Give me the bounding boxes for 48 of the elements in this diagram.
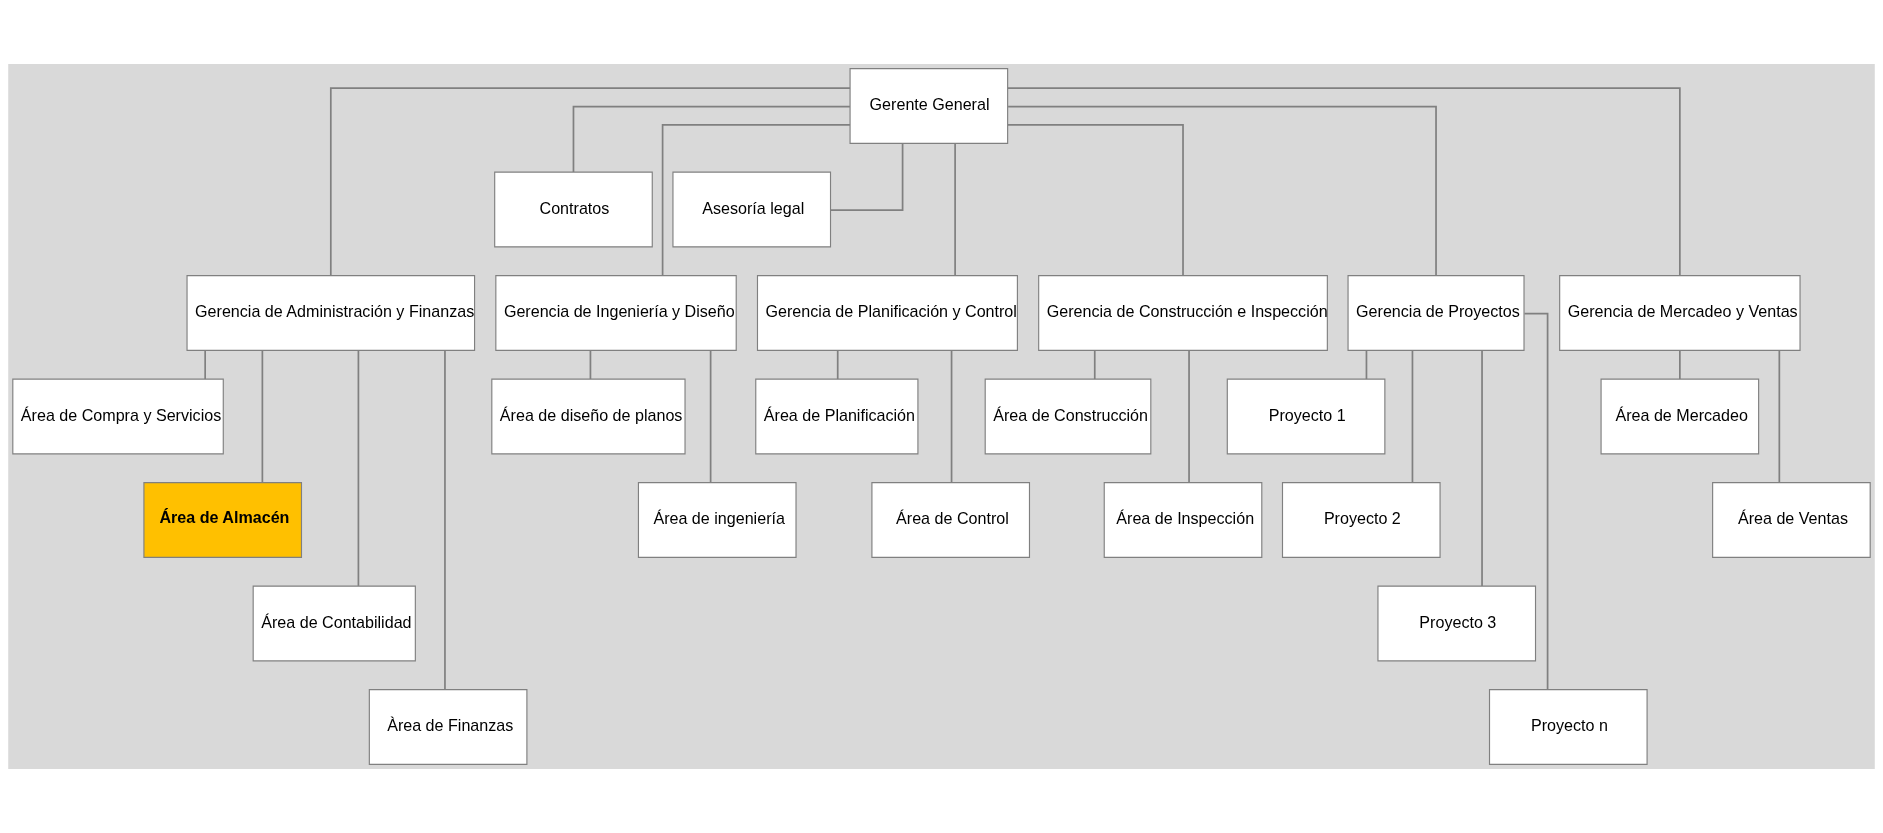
- node-box: Contratos: [494, 171, 653, 248]
- node-box: Área de Ventas: [1712, 482, 1871, 558]
- node-box: Área de Contabilidad: [252, 585, 416, 662]
- node-box: Gerencia de Proyectos: [1347, 275, 1525, 351]
- node-box: Área de diseño de planos: [491, 378, 686, 455]
- connector: [661, 124, 851, 277]
- node-box: Área de Control: [871, 482, 1031, 558]
- node-box: Proyecto 2: [1281, 482, 1441, 558]
- node-box: Proyecto 1: [1226, 378, 1386, 455]
- node-box: Proyecto n: [1488, 689, 1648, 765]
- node-box: Área de Compra y Servicios: [12, 378, 224, 455]
- node-box: Área de Construcción: [984, 378, 1152, 455]
- connector: [709, 349, 712, 484]
- connector: [1188, 349, 1190, 484]
- node-box: Área de Planificación: [755, 378, 919, 455]
- connector: [357, 349, 360, 587]
- connector: [329, 87, 851, 277]
- node-box: Área de ingeniería: [637, 482, 797, 558]
- node-box: Gerencia de Ingeniería y Diseño: [495, 275, 737, 351]
- connector: [261, 349, 264, 484]
- connector: [1778, 349, 1781, 484]
- connector: [1007, 124, 1184, 277]
- connector: [1093, 349, 1096, 380]
- node-box: Gerente General: [849, 68, 1009, 144]
- connector: [204, 349, 207, 380]
- connector: [589, 349, 592, 380]
- node-box: Área de Inspección: [1103, 482, 1263, 558]
- connector: [954, 142, 956, 277]
- connector: [1007, 105, 1437, 277]
- node-box: Área de Mercadeo: [1600, 378, 1760, 455]
- connector: [1679, 349, 1681, 380]
- node-box: Asesoría legal: [672, 171, 832, 248]
- node-box: Gerencia de Construcción e Inspección: [1038, 275, 1328, 351]
- node-box: Proyecto 3: [1377, 585, 1537, 662]
- node-box: Gerencia de Planificación y Control: [756, 275, 1018, 351]
- node-box: Àrea de Finanzas: [368, 689, 528, 765]
- connector: [1481, 349, 1483, 587]
- connector: [1006, 87, 1681, 277]
- connector: [1365, 349, 1368, 380]
- node-box: Área de Almacén: [143, 482, 303, 558]
- node-box: Gerencia de Administración y Finanzas: [186, 275, 476, 351]
- connector: [572, 105, 851, 173]
- connector: [444, 349, 446, 691]
- connector: [1411, 349, 1414, 484]
- connector: [950, 349, 953, 484]
- connector: [836, 349, 839, 380]
- node-box: Gerencia de Mercadeo y Ventas: [1559, 275, 1801, 351]
- connector: [829, 142, 904, 211]
